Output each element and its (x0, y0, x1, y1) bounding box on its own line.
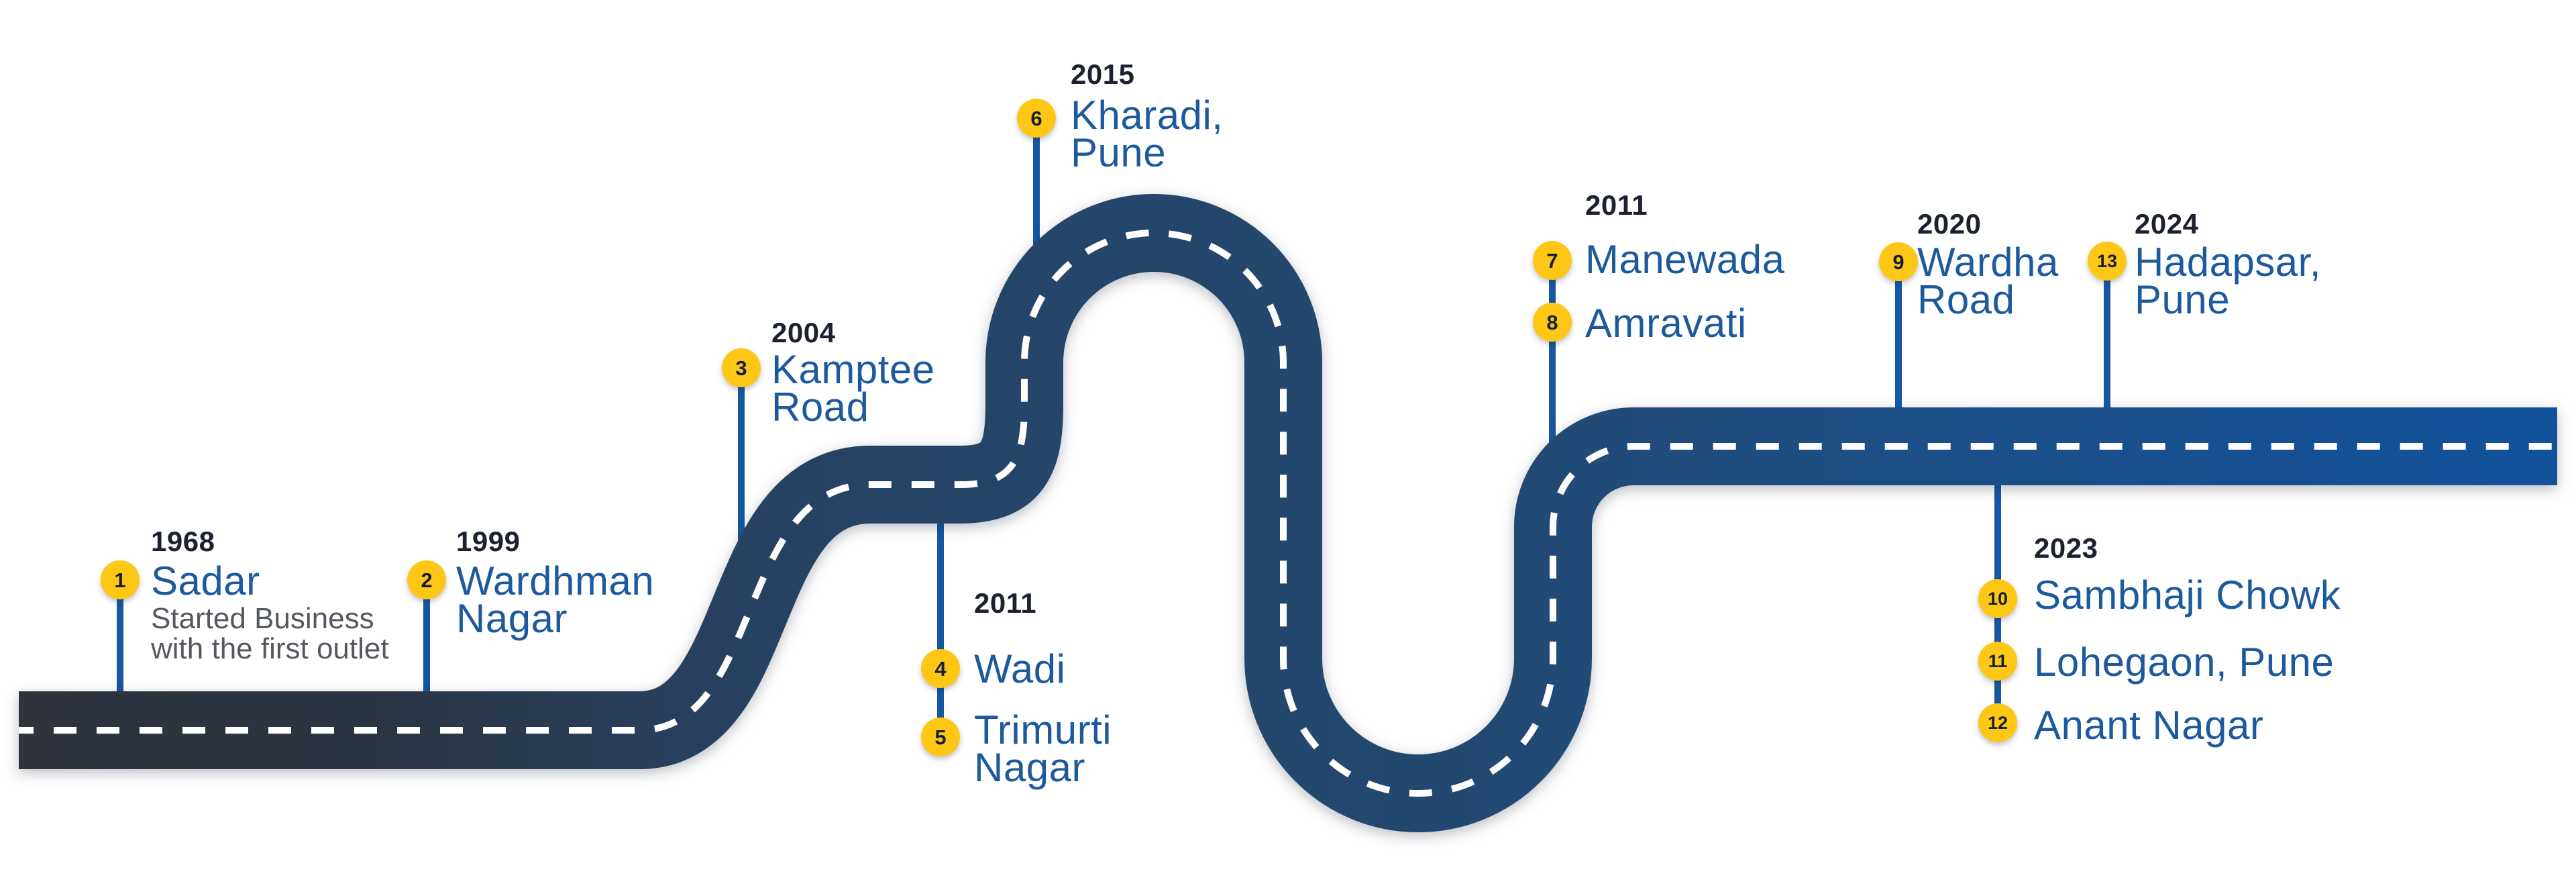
milestone-9-year: 2020 (1917, 208, 1982, 240)
milestone-9-pin: 9 (1879, 242, 1918, 281)
milestone-6-year: 2015 (1071, 58, 1135, 90)
milestone-2-pin: 2 (407, 560, 446, 599)
pin-number: 7 (1546, 248, 1558, 272)
pin-number: 2 (421, 568, 433, 592)
milestone-11-pin: 11 (1978, 642, 2017, 681)
milestone-4-pin: 4 (921, 649, 960, 688)
road-centerline-dashes (19, 230, 2557, 797)
milestone-13-name-line-0: Hadapsar, (2135, 240, 2322, 285)
milestone-3-name-line-0: Kamptee (771, 347, 935, 392)
pin-number: 8 (1546, 310, 1558, 334)
milestone-9-name-line-1: Road (1917, 277, 2015, 322)
milestone-1-year: 1968 (151, 526, 215, 557)
pin-number: 5 (934, 725, 947, 749)
milestone-13-name-line-1: Pune (2135, 277, 2231, 322)
milestone-6-name-line-0: Kharadi, (1071, 93, 1224, 138)
milestone-10-pin: 10 (1978, 579, 2017, 618)
milestone-4-name-line-0: Wadi (974, 646, 1066, 691)
pin-number: 10 (1987, 588, 2008, 609)
milestone-1-pin: 1 (101, 560, 140, 599)
milestone-6-name-line-1: Pune (1071, 130, 1167, 175)
milestone-13-pin: 13 (2088, 242, 2127, 281)
pin-number: 13 (2096, 250, 2118, 271)
milestone-3-name-line-1: Road (771, 385, 869, 430)
milestone-1-name-line-0: Sadar (151, 558, 260, 603)
milestone-5-name-line-0: Trimurti (974, 707, 1112, 752)
pin-number: 3 (735, 356, 747, 380)
milestone-7-year: 2011 (1585, 189, 1648, 221)
milestone-6-pin: 6 (1017, 99, 1056, 138)
milestone-9-name-line-0: Wardha (1917, 240, 2059, 285)
milestone-1-desc-line-0: Started Business (151, 602, 374, 635)
milestone-3-pin: 3 (722, 348, 761, 387)
milestone-7-pin: 7 (1533, 241, 1572, 280)
milestone-3-year: 2004 (771, 317, 836, 348)
milestone-4-year: 2011 (974, 587, 1037, 619)
milestone-8-name-line-0: Amravati (1585, 301, 1747, 346)
milestone-stems (117, 128, 2110, 737)
milestone-11-name-line-0: Lohegaon, Pune (2034, 640, 2334, 685)
milestone-2-name-line-0: Wardhman (456, 558, 655, 603)
milestone-12-pin: 12 (1978, 703, 2017, 742)
milestone-5-name-line-1: Nagar (974, 745, 1085, 790)
milestone-5-pin: 5 (921, 717, 960, 756)
milestone-8-pin: 8 (1533, 303, 1572, 342)
pin-number: 6 (1030, 106, 1042, 130)
pin-number: 11 (1988, 650, 2008, 671)
milestone-12-name-line-0: Anant Nagar (2034, 703, 2264, 748)
milestone-10-year: 2023 (2034, 532, 2098, 564)
pin-number: 9 (1892, 250, 1904, 274)
milestone-7-name-line-0: Manewada (1585, 237, 1785, 282)
pin-number: 1 (114, 568, 126, 592)
milestone-2-name-line-1: Nagar (456, 596, 568, 641)
pin-number: 12 (1987, 712, 2008, 733)
milestone-1-desc-line-1: with the first outlet (151, 632, 389, 665)
pin-number: 4 (934, 656, 947, 681)
milestone-13-year: 2024 (2135, 208, 2199, 240)
milestone-2-year: 1999 (456, 526, 521, 557)
milestone-10-name-line-0: Sambhaji Chowk (2034, 573, 2341, 617)
